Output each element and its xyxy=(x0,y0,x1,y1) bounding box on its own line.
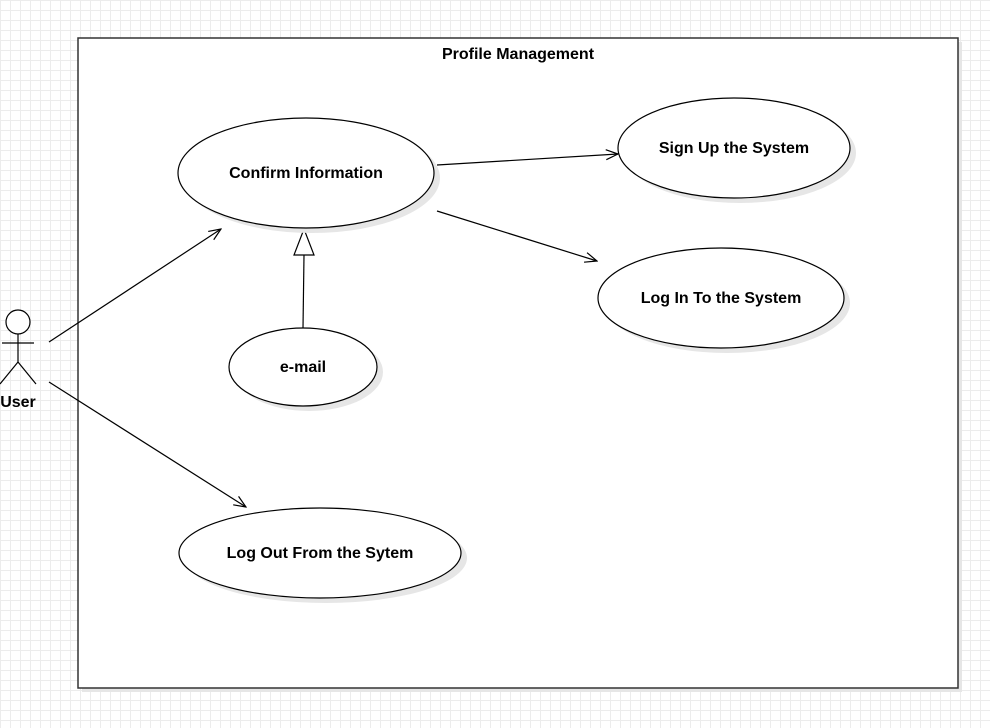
use-case-log-in[interactable]: Log In To the System xyxy=(597,247,850,353)
use-case-label: e-mail xyxy=(280,359,326,376)
actor-head xyxy=(5,309,31,335)
system-title: Profile Management xyxy=(442,46,595,63)
actor-left-leg xyxy=(0,361,19,385)
use-case-label: Sign Up the System xyxy=(659,140,809,157)
use-case-confirm-information[interactable]: Confirm Information xyxy=(177,117,440,233)
association-confirm-signup[interactable] xyxy=(436,154,618,166)
generalization-email-confirm[interactable] xyxy=(293,227,315,329)
generalization-arrowhead xyxy=(293,227,315,256)
use-case-log-out[interactable]: Log Out From the Sytem xyxy=(178,507,467,603)
use-case-email[interactable]: e-mail xyxy=(228,327,383,411)
use-case-sign-up[interactable]: Sign Up the System xyxy=(617,97,856,203)
association-user-logout[interactable] xyxy=(48,381,246,507)
actor-right-leg xyxy=(17,361,37,385)
actor-label: User xyxy=(0,394,36,411)
use-case-label: Log Out From the Sytem xyxy=(227,545,414,562)
use-case-label: Confirm Information xyxy=(229,165,383,182)
association-confirm-login[interactable] xyxy=(436,210,597,261)
association-user-confirm[interactable] xyxy=(48,229,221,343)
actor-user[interactable] xyxy=(0,309,37,385)
use-case-label: Log In To the System xyxy=(641,290,802,307)
